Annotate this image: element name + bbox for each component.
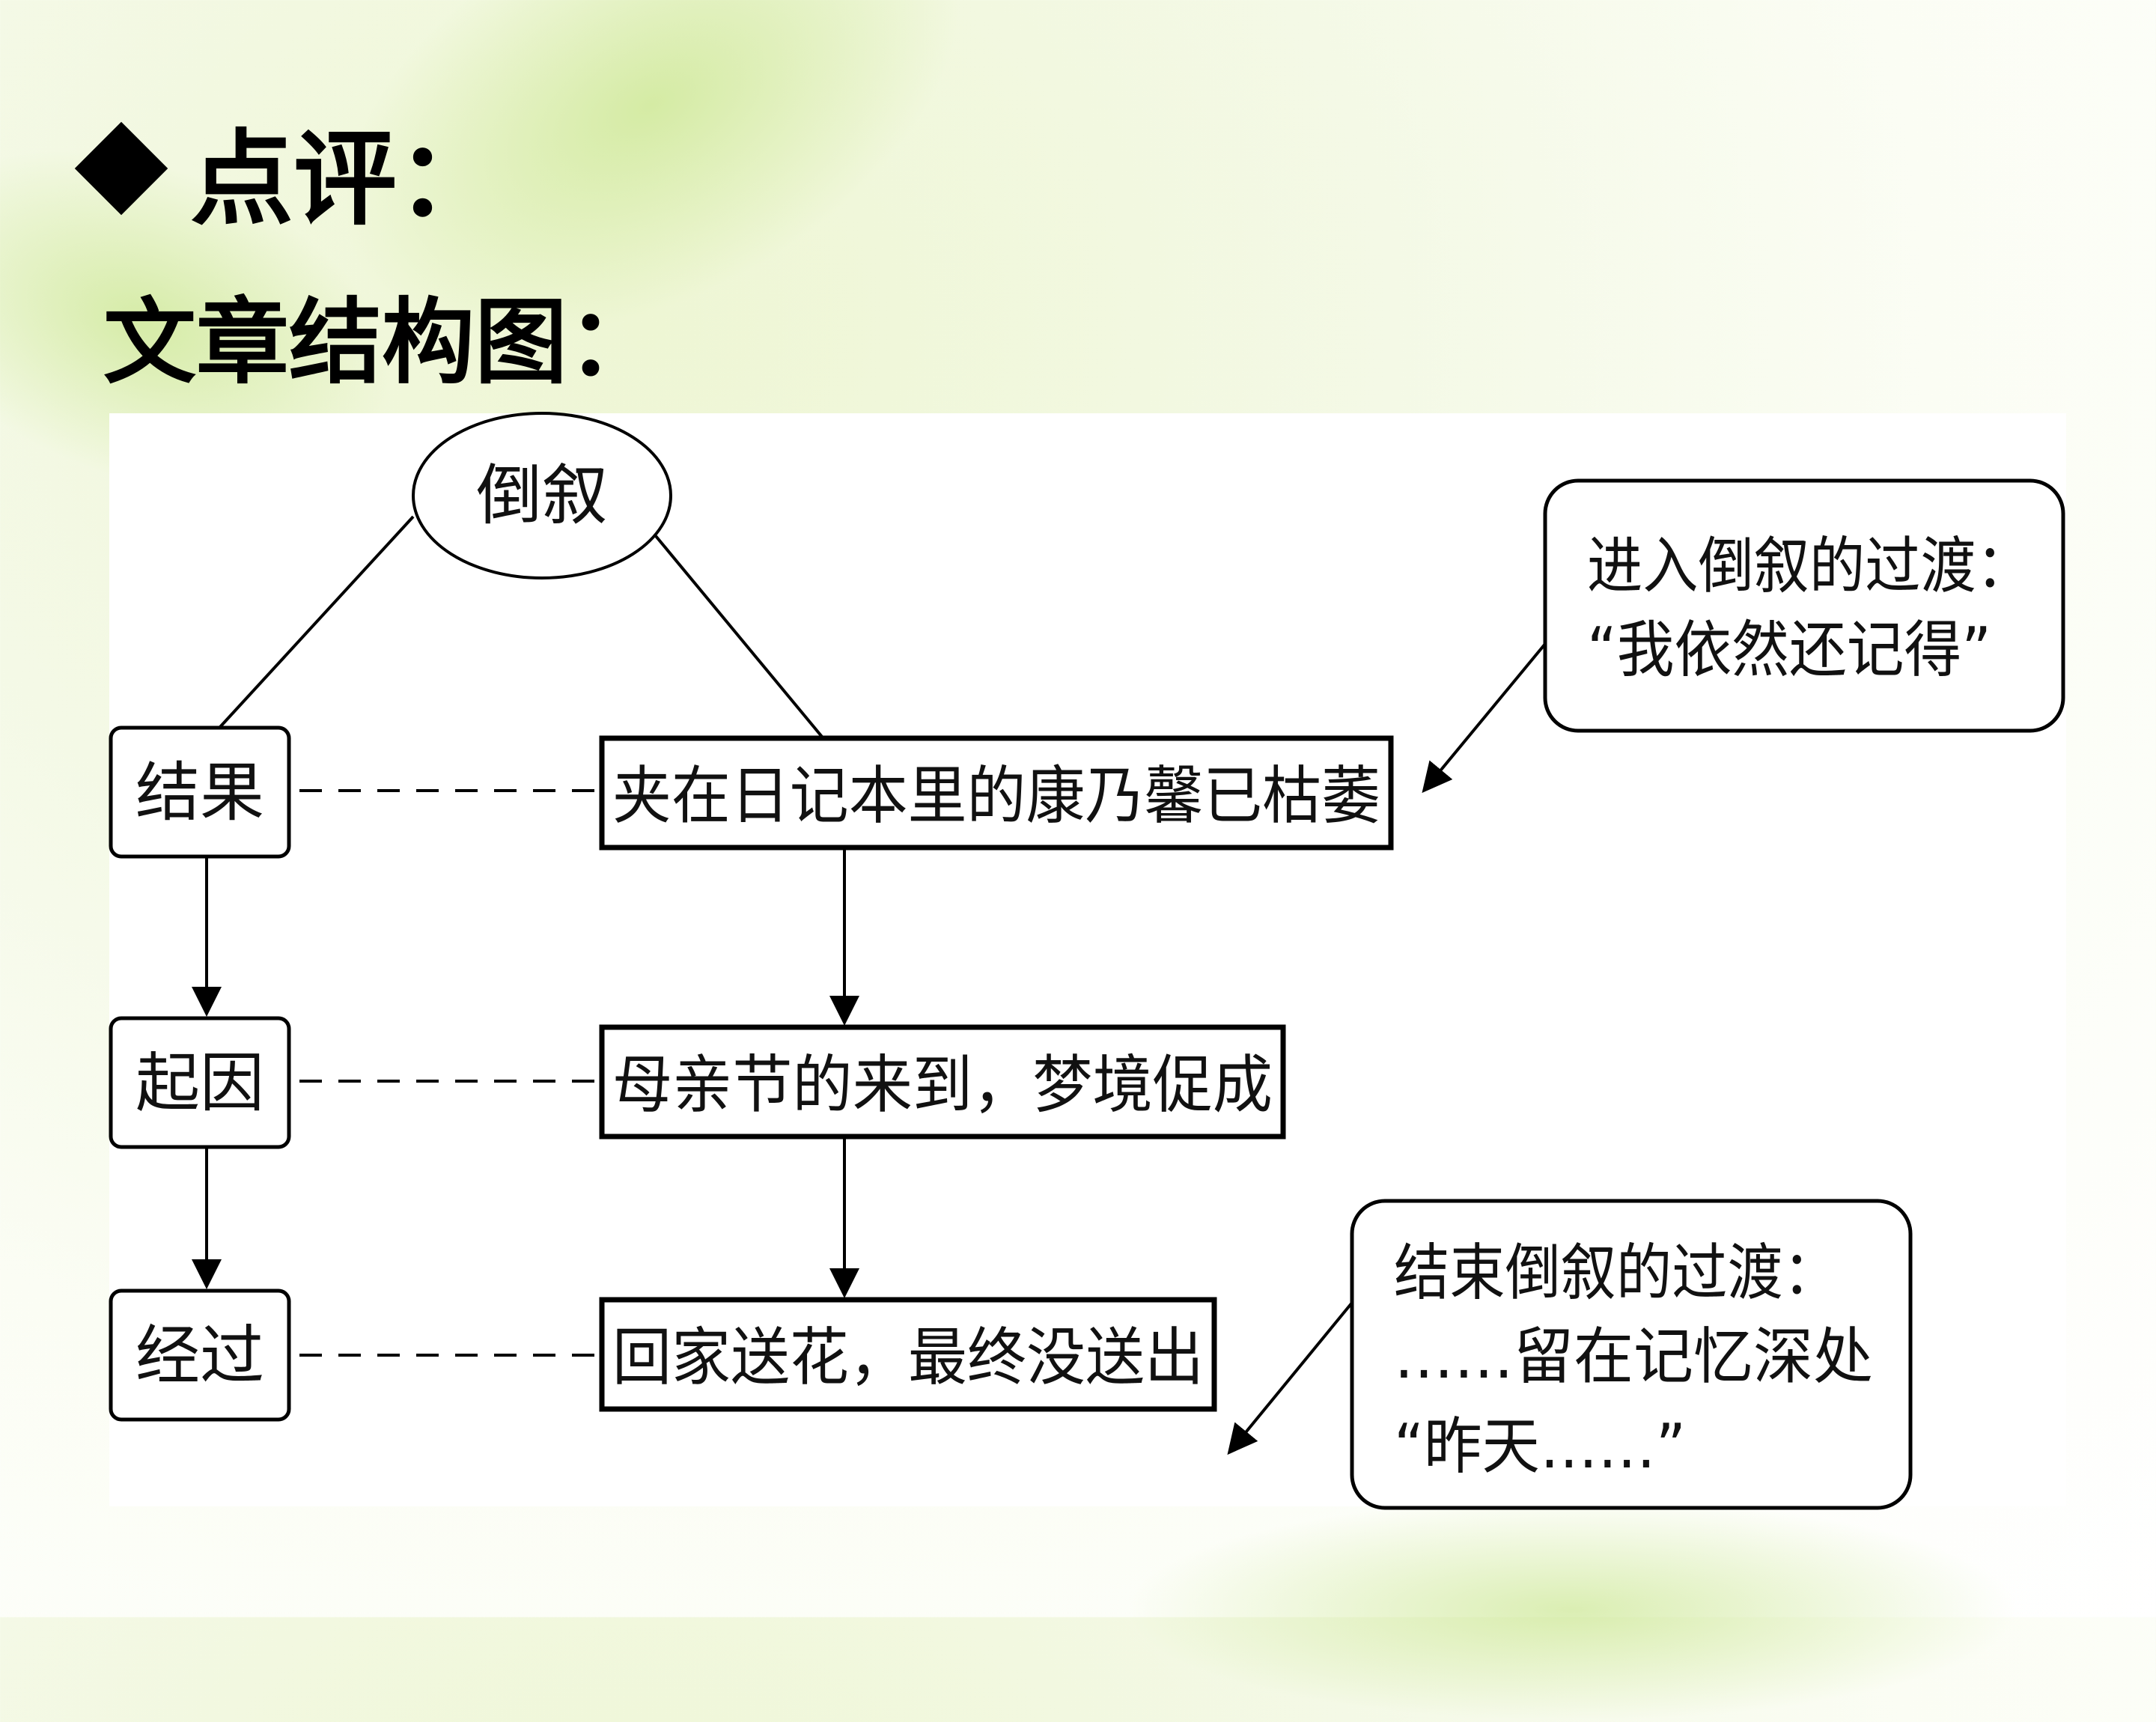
- root-node-ellipse: [412, 412, 672, 579]
- left-node-cause-label: 起因: [135, 1046, 264, 1121]
- callout-enter-line2: “我依然还记得”: [1587, 615, 1991, 686]
- callout-exit-pointer-arrow: [1227, 1301, 1353, 1455]
- callout-enter-pointer-arrow: [1422, 642, 1547, 794]
- right-node-result-box: [599, 735, 1394, 851]
- callout-exit-flashback-box: [1350, 1199, 1913, 1510]
- structure-diagram: 倒叙 结果 起因 经过 夹在日记本里的康乃馨已枯萎 母亲节的来到，梦境促成 回家…: [109, 412, 2065, 1510]
- slide-title: 点评：: [67, 112, 500, 247]
- slide-title-text: 点评：: [190, 119, 501, 240]
- right-node-cause-label: 母亲节的来到，梦境促成: [612, 1048, 1273, 1122]
- root-branch-left: [210, 515, 415, 738]
- callout-enter-line1: 进入倒叙的过渡：: [1587, 531, 2032, 602]
- left-node-process-label: 经过: [135, 1318, 264, 1393]
- callout-exit-line2: ……留在记忆深处: [1394, 1321, 1873, 1393]
- callout-exit-line1: 结束倒叙的过渡：: [1394, 1238, 1839, 1309]
- root-node-label: 倒叙: [476, 457, 608, 534]
- left-node-result-box: [109, 725, 291, 859]
- right-node-process-box: [599, 1297, 1217, 1412]
- callout-enter-flashback-box: [1543, 478, 2065, 733]
- right-node-result-label: 夹在日记本里的康乃馨已枯萎: [612, 759, 1380, 833]
- root-branch-right: [654, 535, 823, 738]
- slide-subtitle: 文章结构图：: [103, 289, 661, 397]
- left-node-result-label: 结果: [135, 755, 264, 830]
- right-node-cause-box: [599, 1024, 1286, 1140]
- callout-exit-line3: “昨天……”: [1394, 1411, 1686, 1482]
- left-node-process-box: [109, 1289, 291, 1422]
- right-node-process-label: 回家送花，最终没送出: [612, 1321, 1204, 1394]
- left-node-cause-box: [109, 1016, 291, 1149]
